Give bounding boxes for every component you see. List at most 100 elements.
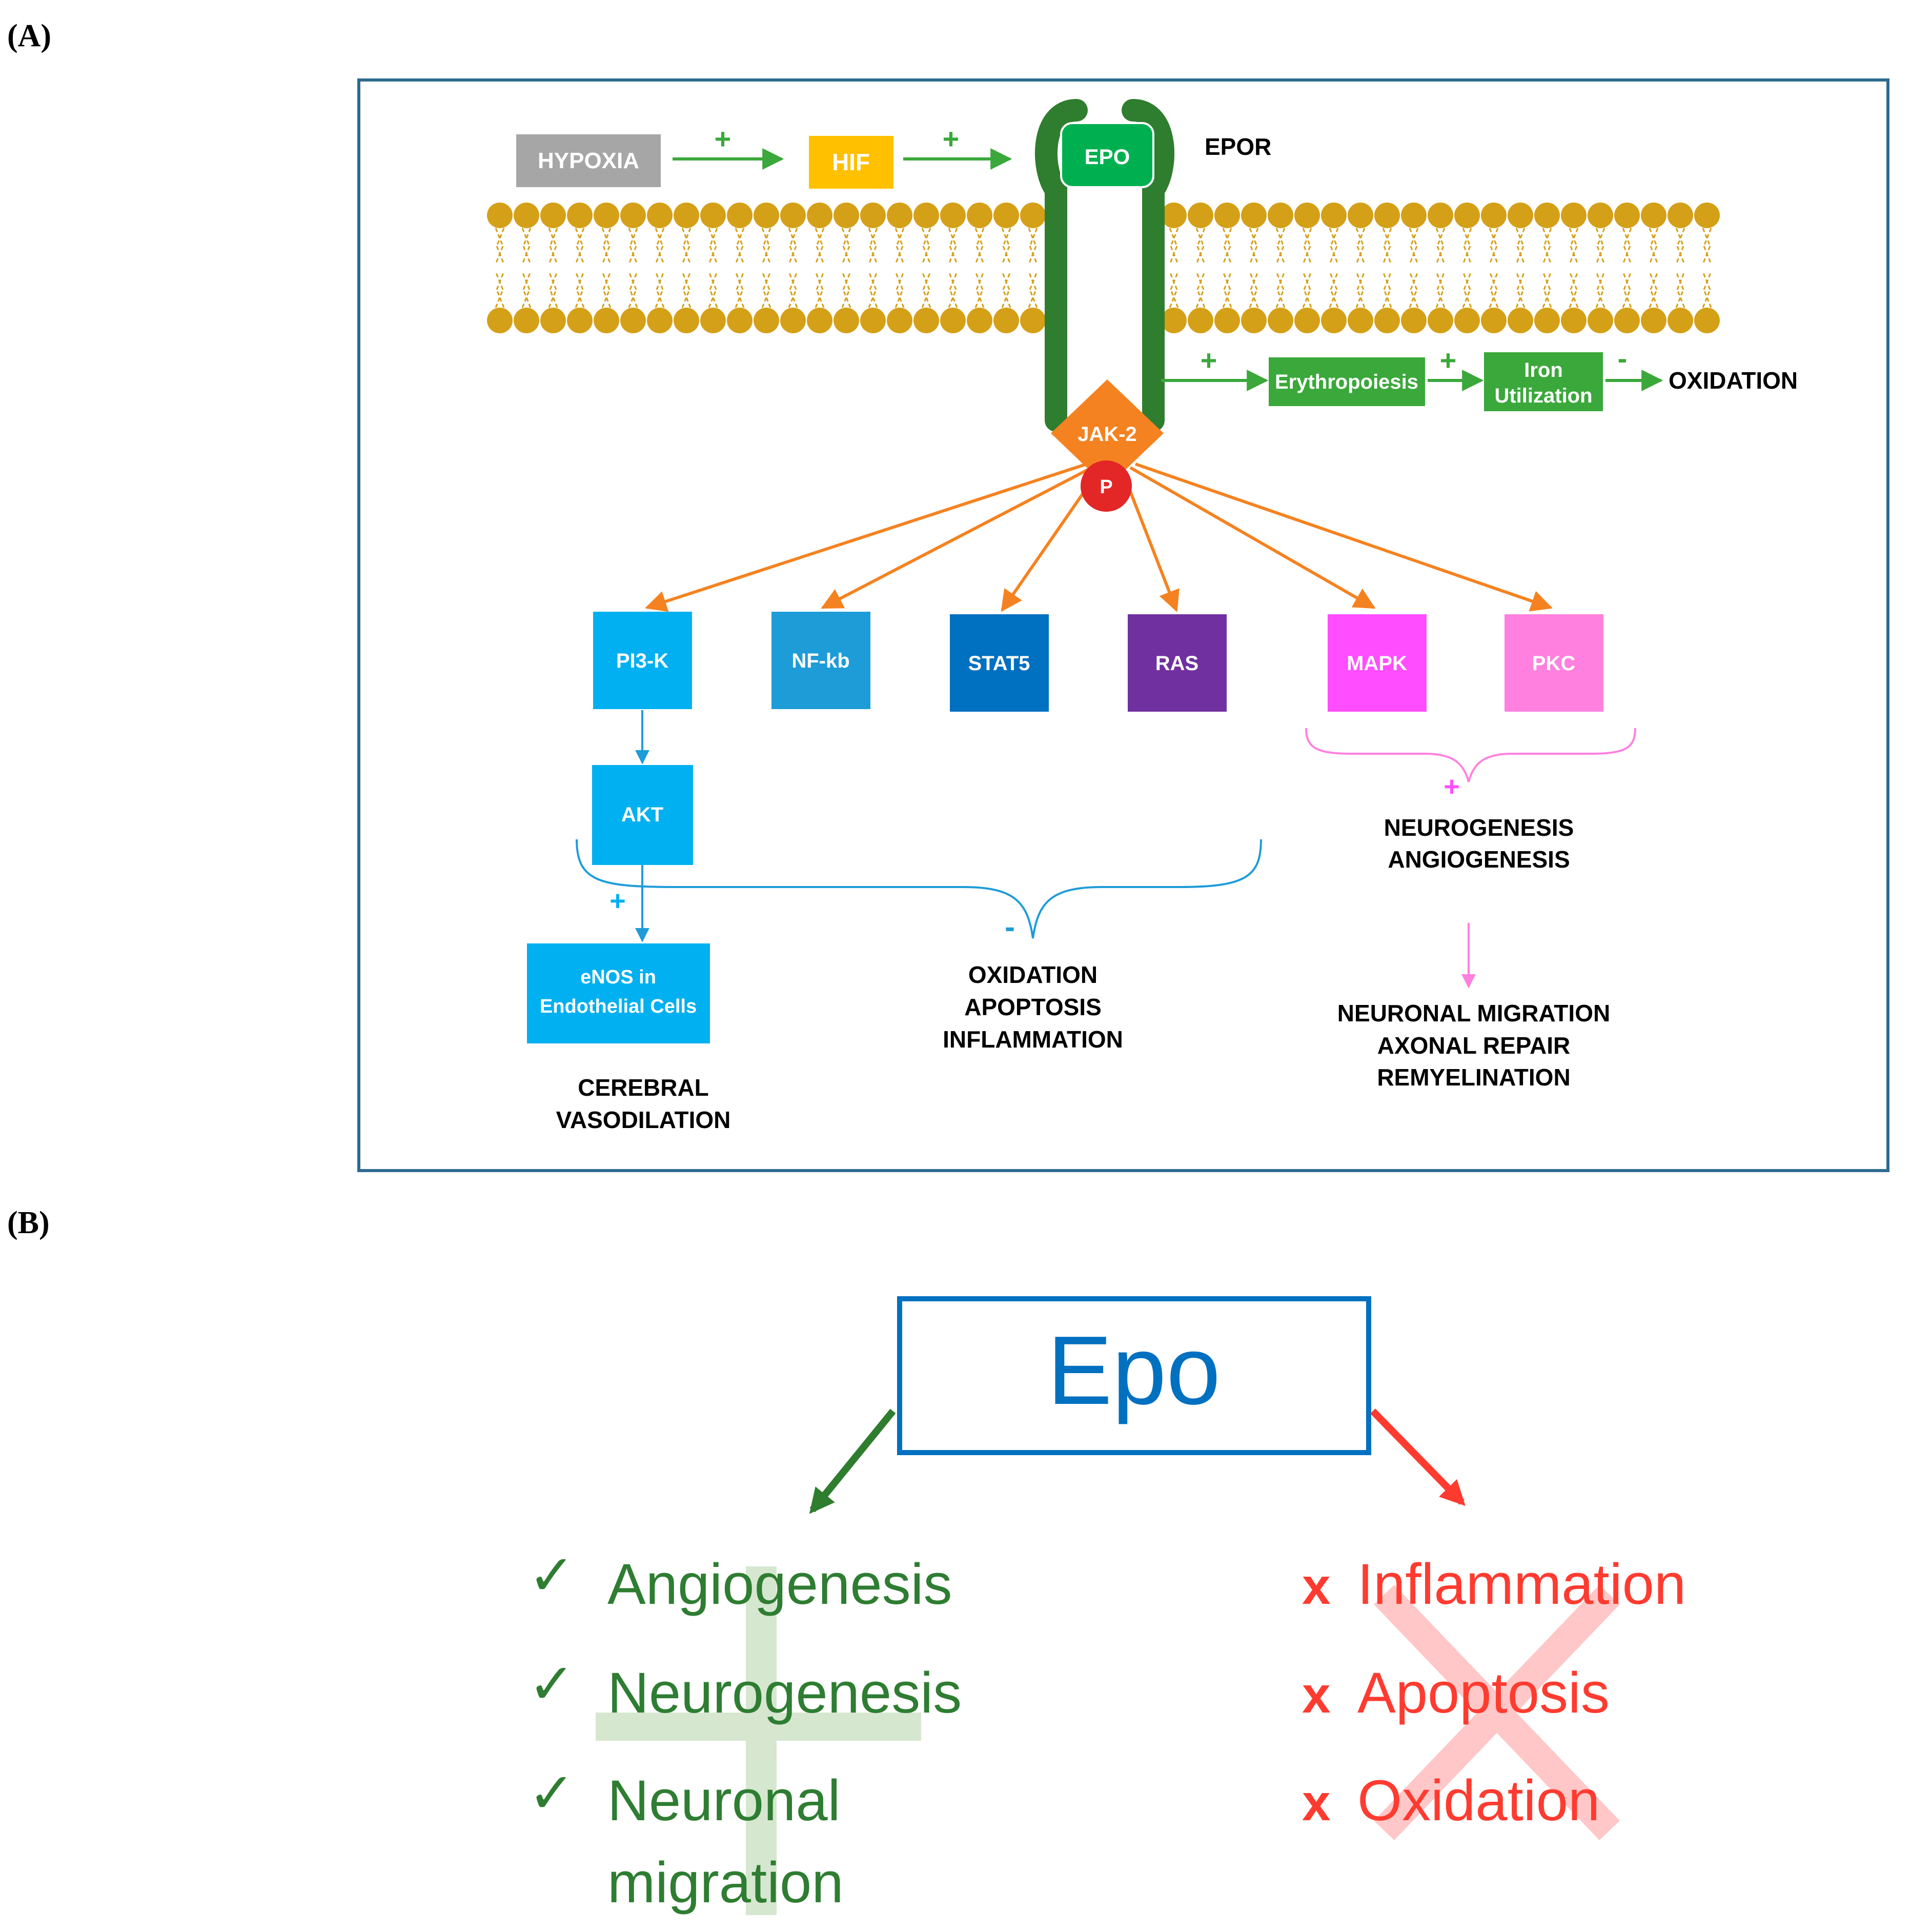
lipid-head (1614, 308, 1640, 333)
lipid-tail (841, 246, 850, 265)
ras-label: RAS (1155, 652, 1198, 675)
jak2-arrows (645, 462, 1553, 612)
lipid-tail (1702, 271, 1711, 290)
lipid-tail (575, 289, 584, 308)
lipid-head (1641, 203, 1666, 228)
lipid-tail (1515, 271, 1524, 290)
lipid-tail (1001, 246, 1010, 265)
lipid-tail (789, 246, 798, 265)
lipid-head (1401, 308, 1427, 333)
lipid-tail (682, 289, 692, 308)
lipid-head (1588, 308, 1613, 333)
lipid-head (647, 203, 673, 228)
lipid-head (833, 308, 859, 333)
lipid-tail (1383, 246, 1392, 265)
lipid-tail (709, 289, 718, 308)
lipid-tail (1675, 271, 1684, 290)
lipid-tail (1275, 246, 1285, 265)
lipid-head (967, 308, 992, 333)
lipid-tail (788, 246, 797, 265)
lipid-tail (1356, 289, 1366, 308)
lipid-tail (1356, 246, 1366, 265)
negative-item-1: Apoptosis (1357, 1661, 1610, 1725)
lipid-tail (1330, 228, 1339, 247)
lipid-tail (602, 271, 612, 290)
positive-item-1: Neurogenesis (607, 1661, 962, 1725)
lipid-tail (948, 228, 957, 247)
lipid-tail (841, 271, 850, 290)
effect-right-0: NEUROGENESIS (1384, 814, 1574, 841)
lipid-tail (1569, 271, 1578, 290)
lipid-tail (1516, 228, 1526, 247)
inhibition-brace (576, 839, 1262, 939)
lipid-tail (549, 271, 558, 290)
lipid-tail (1002, 289, 1011, 308)
epo-box (1060, 122, 1154, 188)
lipid-head (1020, 203, 1046, 228)
lipid-tail (1543, 246, 1552, 265)
lipid-head (540, 308, 566, 333)
lipid-tail (1029, 271, 1038, 290)
lipid-tail (1303, 228, 1312, 247)
lipid-tail (1703, 289, 1712, 308)
lipid-head (780, 308, 806, 333)
lipid-tail (1435, 228, 1445, 247)
lipid-tail (1622, 289, 1631, 308)
lipid-tail (761, 228, 770, 247)
lipid-tail (1649, 271, 1658, 290)
lipid-tail (628, 228, 637, 247)
lipid-tail (842, 271, 851, 290)
lipid-tail (1596, 271, 1605, 290)
lipid-tail (1028, 289, 1037, 308)
lipid-head (620, 308, 646, 333)
mapk-box (1328, 614, 1427, 712)
lipid-tail (815, 246, 824, 265)
hypoxia-hif-plus: + (715, 123, 731, 155)
lipid-tail (601, 228, 611, 247)
lipid-tail (868, 289, 877, 308)
lipid-tail (1329, 246, 1338, 265)
lipid-tail (521, 228, 531, 247)
lipid-tail (1623, 228, 1632, 247)
cerebral-label-line2: VASODILATION (556, 1106, 731, 1133)
lipid-tail (522, 271, 532, 290)
lipid-head (1161, 203, 1187, 228)
lipid-tail (1649, 228, 1658, 247)
lipid-tail (1436, 271, 1446, 290)
lipid-head (594, 308, 619, 333)
lipid-tail (1649, 246, 1658, 265)
lipid-tail (1542, 271, 1551, 290)
lipid-tail (869, 289, 878, 308)
lipid-tail (842, 289, 851, 308)
lipid-tail (868, 228, 877, 247)
erythropoiesis-box (1269, 357, 1425, 406)
lipid-tail (549, 228, 558, 247)
lipid-tail (1276, 228, 1286, 247)
lipid-head (514, 308, 539, 333)
lipid-tail (1675, 228, 1684, 247)
epo-main-box (897, 1296, 1371, 1455)
lipid-tail (1490, 289, 1499, 308)
lipid-tail (495, 246, 504, 265)
lipid-tail (1409, 228, 1418, 247)
check-icon-0: ✓ (528, 1544, 575, 1607)
hif-label: HIF (832, 149, 870, 175)
lipid-tail (1382, 228, 1391, 247)
lipid-tail (1028, 246, 1037, 265)
lipid-tail (522, 289, 532, 308)
lipid-head (1641, 308, 1666, 333)
lipid-tail (1490, 228, 1499, 247)
lipid-tail (1330, 271, 1339, 290)
lipid-head (1188, 308, 1213, 333)
phospho-circle (1081, 460, 1132, 512)
lipid-head (1161, 308, 1187, 333)
benefit-arrow (809, 1408, 896, 1514)
lipid-head (860, 203, 886, 228)
pi3k-box (593, 612, 692, 709)
check-icon-1: ✓ (528, 1653, 575, 1716)
lipid-head (1188, 203, 1213, 228)
lipid-tail (761, 246, 770, 265)
hif-epo-plus: + (943, 123, 960, 155)
effect-right-1: ANGIOGENESIS (1388, 846, 1570, 873)
epor-receptor (1035, 99, 1174, 432)
